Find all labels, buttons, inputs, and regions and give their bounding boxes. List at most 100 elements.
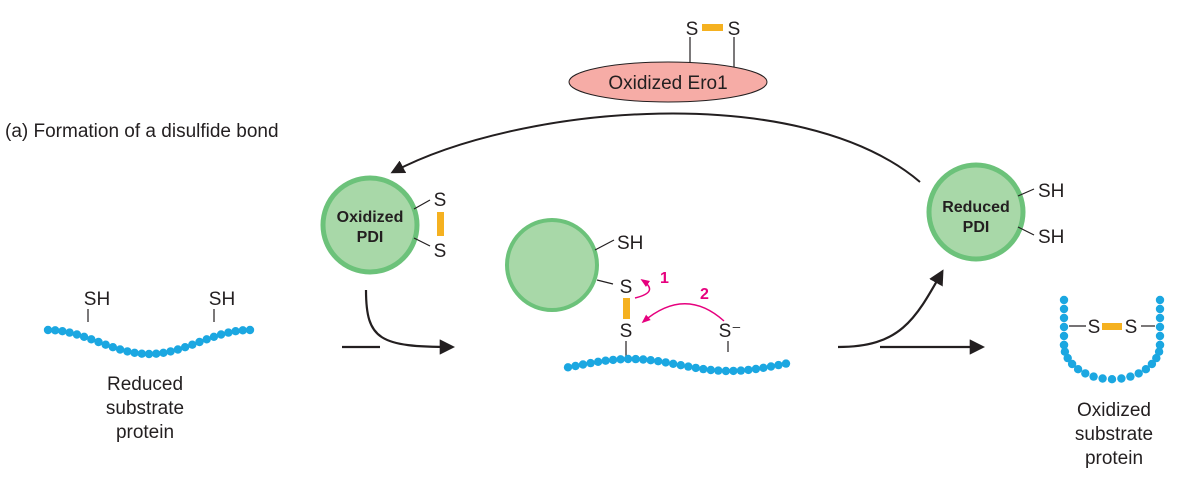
reduced-pdi-line2: PDI [963, 219, 990, 236]
chain-bead [144, 349, 154, 359]
chain-bead [108, 343, 118, 352]
chain-bead [152, 349, 161, 358]
chain-bead [224, 328, 233, 337]
chain-bead [744, 365, 753, 375]
oxidized-pdi-line2: PDI [357, 229, 384, 246]
chain-bead [1073, 365, 1083, 374]
oxidized-substrate-chain [1059, 295, 1165, 384]
chain-bead [115, 345, 125, 354]
step1-label: 1 [660, 270, 669, 287]
chain-bead [623, 354, 633, 364]
chain-bead [661, 358, 670, 367]
binding-arrow [364, 289, 456, 355]
chain-bead [101, 340, 110, 349]
chain-bead [774, 360, 783, 370]
chain-bead [238, 326, 247, 335]
chain-bead [1134, 369, 1143, 378]
chain-bead [216, 330, 226, 339]
reduced-substrate-sh-left: SH [84, 289, 110, 310]
ero1-label: Oxidized Ero1 [608, 73, 727, 94]
chain-bead [601, 356, 610, 365]
chain-bead [1155, 331, 1165, 341]
chain-bead [1059, 295, 1069, 305]
reduced-pdi-line1: Reduced [942, 199, 1010, 216]
chain-bead [781, 359, 791, 368]
chain-bead [654, 357, 663, 366]
chain-bead [1067, 359, 1077, 369]
chain-bead [729, 366, 738, 376]
oxidized-substrate: S S Oxidized substrate protein [1059, 295, 1165, 469]
oxidized-pdi-circle [320, 175, 420, 275]
reduced-pdi-sh-top: SH [1038, 181, 1064, 202]
ero1: Oxidized Ero1 S S [568, 19, 768, 103]
reduced-substrate: SH SH Reduced substrate protein [43, 289, 255, 443]
chain-bead [1089, 372, 1098, 381]
chain-bead [714, 366, 723, 375]
chain-bead [123, 347, 132, 356]
oxidized-substrate-s-right: S [1125, 317, 1138, 338]
step1-arrow [634, 279, 651, 299]
chain-bead [79, 332, 89, 341]
oxidized-substrate-s-left: S [1088, 317, 1101, 338]
intermediate-pdi: SH S S S⁻ 1 2 [505, 218, 791, 376]
chain-bead [231, 327, 240, 336]
chain-bead [1152, 353, 1161, 363]
chain-bead [1063, 353, 1072, 363]
chain-bead [43, 325, 53, 335]
intermediate-s-minus: S⁻ [719, 321, 742, 342]
panel-label: (a) Formation of a disulfide bond [5, 121, 279, 142]
chain-bead [180, 343, 190, 352]
release-arrow-up [837, 269, 944, 349]
chain-bead [706, 365, 715, 375]
oxidized-substrate-line1: Oxidized [1077, 400, 1151, 421]
chain-bead [159, 348, 168, 357]
chain-bead [130, 348, 139, 357]
chain-bead [1117, 374, 1126, 383]
ero1-disulfide-bond [702, 24, 723, 31]
chain-bead [1126, 372, 1135, 381]
reduced-pdi: Reduced PDI SH SH [926, 162, 1064, 262]
ero1-s-left: S [686, 19, 699, 40]
oxidized-pdi-s-top: S [434, 190, 447, 211]
chain-bead [676, 361, 685, 370]
chain-bead [1098, 374, 1107, 383]
chain-bead [137, 349, 146, 358]
chain-bead [736, 366, 746, 375]
reduced-substrate-chain [43, 325, 255, 359]
chain-bead [1155, 322, 1165, 332]
chain-bead [1060, 347, 1070, 356]
reduced-substrate-line2: substrate [106, 398, 184, 419]
chain-bead [166, 347, 175, 356]
chain-bead [1107, 375, 1117, 384]
chain-bead [87, 335, 96, 344]
cycle-arrow [390, 112, 921, 183]
reduced-substrate-line1: Reduced [107, 374, 183, 395]
chain-bead [1155, 313, 1165, 323]
chain-bead [593, 357, 603, 366]
ero1-s-right: S [728, 19, 741, 40]
chain-bead [691, 363, 700, 373]
oxidized-substrate-line3: protein [1085, 448, 1143, 469]
chain-bead [1059, 331, 1069, 341]
reduced-pdi-circle [926, 162, 1026, 262]
oxidized-pdi-disulfide-bond [437, 212, 444, 236]
chain-bead [586, 358, 595, 368]
intermediate-s-pdi: S [620, 277, 633, 298]
chain-bead [639, 355, 648, 364]
chain-bead [51, 326, 60, 335]
chain-bead [1155, 340, 1165, 350]
intermediate-sh: SH [617, 233, 643, 254]
step2-label: 2 [700, 286, 709, 303]
chain-bead [1081, 369, 1090, 378]
chain-bead [58, 327, 67, 336]
oxidized-substrate-line2: substrate [1075, 424, 1153, 445]
chain-bead [1059, 304, 1069, 314]
reduced-substrate-sh-right: SH [209, 289, 235, 310]
intermediate-substrate-chain [563, 354, 791, 376]
chain-bead [1154, 347, 1164, 356]
chain-bead [202, 335, 211, 344]
chain-bead [245, 325, 255, 335]
chain-bead [646, 356, 655, 365]
chain-bead [173, 345, 183, 354]
